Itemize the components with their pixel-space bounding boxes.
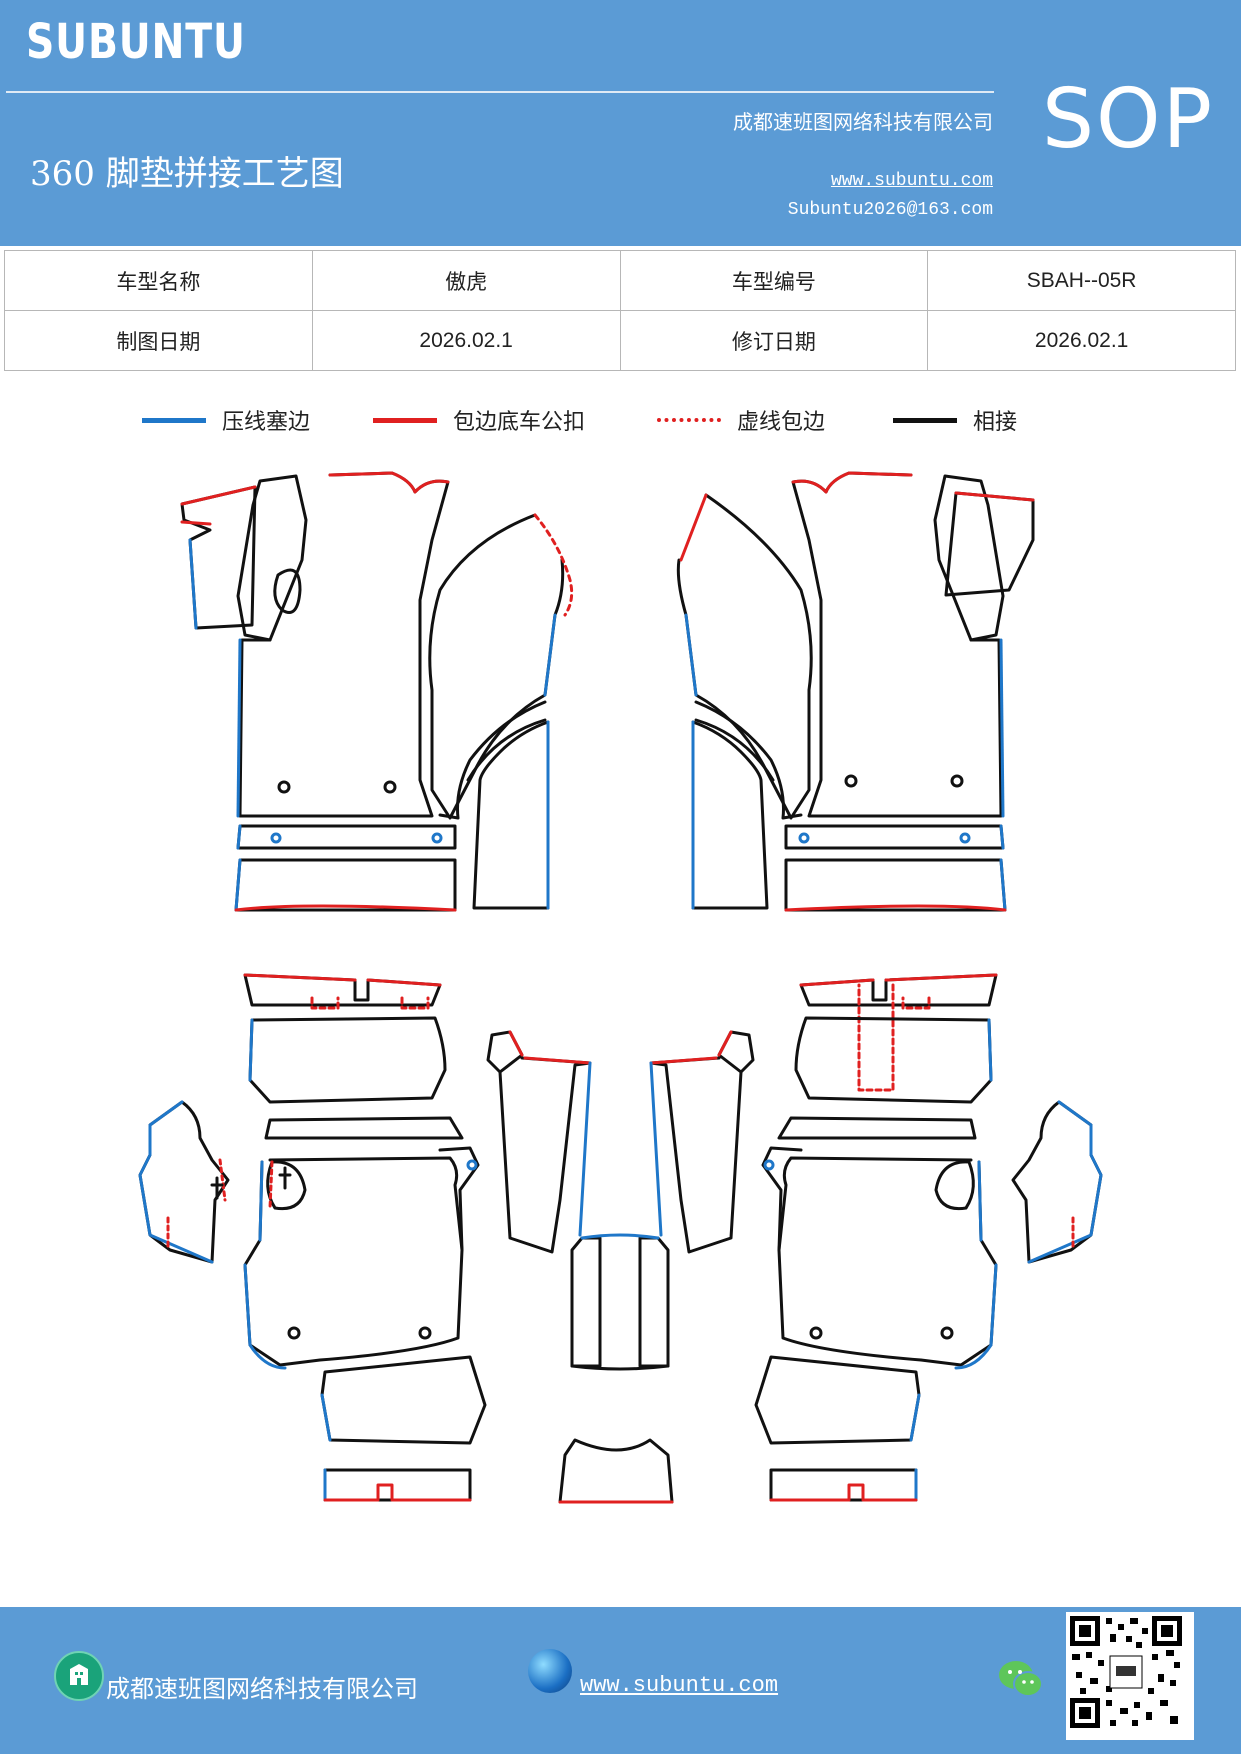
wechat-icon[interactable]: [996, 1657, 1046, 1701]
legend-swatch-red: [373, 417, 437, 423]
table-cell-label: 车型名称: [4, 250, 313, 311]
legend-item: 相接: [893, 400, 1017, 440]
mat-piece-front-left: [180, 471, 574, 912]
legend-label: 虚线包边: [737, 410, 826, 435]
table-cell-label: 制图日期: [4, 310, 313, 371]
table-cell-value: SBAH--05R: [927, 250, 1236, 311]
globe-icon: [528, 1649, 572, 1693]
legend-label: 包边底车公扣: [453, 410, 586, 435]
qr-code: [1066, 1612, 1194, 1740]
footer-website-link[interactable]: www.subuntu.com: [580, 1673, 779, 1698]
website-link[interactable]: www.subuntu.com: [830, 171, 993, 191]
legend-swatch-black: [893, 417, 957, 423]
header-divider: [6, 91, 994, 93]
mat-piece-rear-left: [138, 973, 592, 1502]
table-cell-label: 车型编号: [619, 250, 929, 311]
table-cell-value: 傲虎: [311, 250, 621, 311]
legend-item: 压线塞边: [142, 400, 310, 440]
footer-company-name: 成都速班图网络科技有限公司: [106, 1675, 418, 1703]
legend-swatch-blue: [142, 417, 206, 423]
mat-piece-front-right: [676, 471, 1035, 912]
table-cell-value: 2026.02.1: [927, 310, 1236, 371]
legend-swatch-red-dotted: [657, 418, 721, 422]
line-legend: 压线塞边 包边底车公扣 虚线包边 相接: [0, 400, 1241, 440]
mat-piece-rear-right: [649, 973, 1103, 1502]
sop-badge: SOP: [1042, 72, 1215, 167]
header-banner: SUBUNTU 成都速班图网络科技有限公司 360 脚垫拼接工艺图 www.su…: [0, 0, 1241, 246]
table-cell-label: 修订日期: [619, 310, 929, 371]
legend-item: 虚线包边: [657, 400, 825, 440]
company-name: 成都速班图网络科技有限公司: [733, 110, 993, 134]
legend-label: 压线塞边: [222, 410, 311, 435]
mat-piece-center: [558, 1233, 674, 1504]
floor-mat-diagram: [138, 471, 1103, 1504]
legend-item: 包边底车公扣: [373, 400, 585, 440]
document-title: 360 脚垫拼接工艺图: [30, 154, 344, 194]
brand-logo: SUBUNTU: [26, 14, 246, 70]
table-cell-value: 2026.02.1: [311, 310, 621, 371]
legend-label: 相接: [973, 410, 1018, 435]
email-address: Subuntu2026@163.com: [787, 200, 993, 220]
vehicle-info-table: 车型名称 傲虎 车型编号 SBAH--05R 制图日期 2026.02.1 修订…: [4, 250, 1236, 371]
table-row: 制图日期 2026.02.1 修订日期 2026.02.1: [4, 310, 1236, 371]
table-row: 车型名称 傲虎 车型编号 SBAH--05R: [4, 250, 1236, 311]
footer-banner: 成都速班图网络科技有限公司 www.subuntu.com: [0, 1607, 1241, 1754]
building-icon: [54, 1651, 104, 1701]
